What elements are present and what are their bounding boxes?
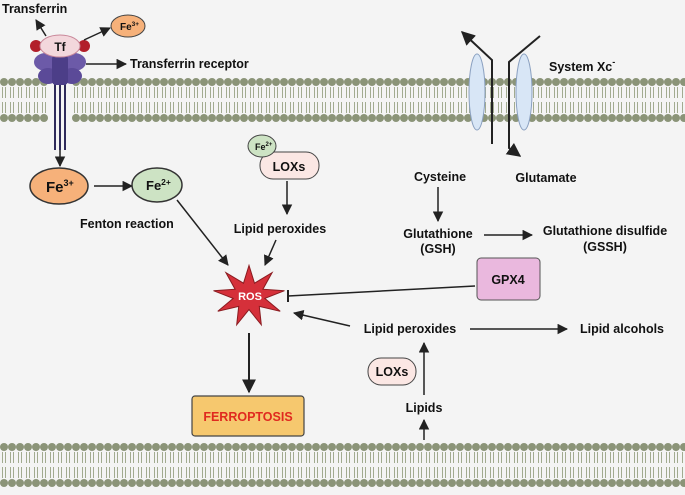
lipid-peroxides-top-label: Lipid peroxides [234, 222, 326, 236]
arrow-lipid-peroxides-to-ros [264, 239, 277, 266]
fe3-small-label: Fe [120, 22, 132, 33]
glutamate-label: Glutamate [515, 171, 576, 185]
lipid-alcohols-label: Lipid alcohols [580, 322, 664, 336]
ferroptosis-box [191, 395, 305, 437]
loxs-bottom-label: LOXs [376, 365, 409, 379]
glutathione-label-line2: (GSH) [420, 242, 455, 256]
svg-text:Fe2+: Fe2+ [146, 177, 171, 193]
svg-text:Fe3+: Fe3+ [120, 21, 139, 33]
arrow-tf-to-transferrin [35, 19, 47, 37]
transferrin-receptor-complex [30, 34, 90, 150]
cysteine-label: Cysteine [414, 170, 466, 184]
transferrin-label: Transferrin [2, 2, 67, 16]
arrow-lipid-peroxides-to-ros-mid [292, 310, 351, 327]
gpx4-box [476, 257, 541, 301]
cell-membrane-top [0, 78, 685, 122]
fe2-small-sup: 2+ [266, 142, 273, 148]
tf-protein [39, 34, 81, 58]
lipids-label: Lipids [406, 401, 443, 415]
ros-label: ROS [238, 291, 262, 303]
loxs-top-pill [259, 151, 320, 180]
tf-label: Tf [54, 40, 66, 54]
arrow-glutamate-transport [505, 35, 541, 157]
arrow-cysteine-transport [460, 31, 493, 144]
fe2-big-ellipse [131, 167, 183, 203]
transferrin-receptor-label: Transferrin receptor [130, 57, 249, 71]
inhibition-gpx4-to-ros [287, 285, 476, 297]
fe2-big-sup: 2+ [161, 177, 171, 187]
fe2-small-label: Fe [255, 142, 266, 152]
arrow-fe2-to-ros [176, 199, 229, 266]
iron-bound-left [30, 40, 42, 52]
fe3-big-sup: 3+ [64, 178, 74, 188]
system-xc-label: System Xc [549, 60, 612, 74]
fenton-reaction-label: Fenton reaction [80, 217, 174, 231]
svg-text:Fe3+: Fe3+ [46, 178, 74, 196]
loxs-bottom-pill [367, 357, 417, 386]
arrow-tf-to-fe3 [83, 27, 111, 41]
glutathione-disulfide-label-line1: Glutathione disulfide [543, 224, 667, 238]
cell-membrane-bottom [0, 443, 685, 487]
system-xc-channel [468, 53, 533, 131]
fe3-small-sup: 3+ [132, 21, 140, 28]
fe2-big-label: Fe [146, 178, 161, 193]
fe2-small-ellipse [247, 134, 277, 158]
system-xc-sup: - [612, 57, 615, 67]
lipid-peroxides-mid-label: Lipid peroxides [364, 322, 456, 336]
gpx4-label: GPX4 [491, 273, 524, 287]
fe3-big-label: Fe [46, 179, 64, 196]
glutathione-disulfide-label-line2: (GSSH) [583, 240, 627, 254]
iron-bound-right [78, 40, 90, 52]
svg-text:Fe2+: Fe2+ [255, 142, 273, 152]
loxs-top-label: LOXs [273, 160, 306, 174]
glutathione-label-line1: Glutathione [403, 227, 472, 241]
ros-star [213, 263, 285, 327]
fe3-big-ellipse [29, 167, 89, 205]
ferroptosis-label: FERROPTOSIS [203, 410, 292, 424]
fe3-small-ellipse [110, 14, 146, 38]
svg-text:System Xc-: System Xc- [549, 57, 615, 74]
